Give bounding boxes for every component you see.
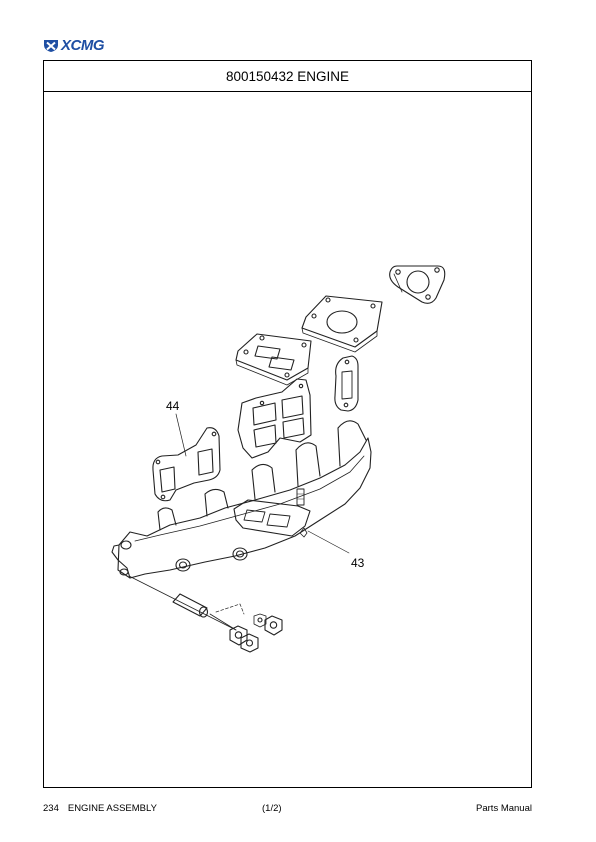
- footer-section: ENGINE ASSEMBLY: [67, 803, 157, 814]
- divided-turbo-gasket: [235, 333, 312, 386]
- page-title: 800150432 ENGINE: [225, 68, 350, 84]
- brand-logo: XCMG: [43, 37, 105, 54]
- footer-left: 234 ENGINE ASSEMBLY: [43, 803, 157, 814]
- brand-logo-text: XCMG: [61, 37, 105, 54]
- xcmg-shield-logo-icon: [44, 40, 58, 52]
- small-port-gasket: [334, 355, 359, 412]
- callout-leaders: [175, 413, 350, 554]
- drawing-frame: 800150432 ENGINE: [43, 60, 532, 788]
- triangular-gasket: [389, 265, 446, 304]
- exhaust-manifold-43: [111, 420, 372, 579]
- footer-manual: Parts Manual: [476, 803, 532, 814]
- title-bar: 800150432 ENGINE: [44, 61, 531, 92]
- callout-44: 44: [166, 399, 180, 413]
- footer-sheet: (1/2): [262, 803, 282, 814]
- center-port-gasket: [237, 378, 312, 459]
- callout-43: 43: [351, 556, 365, 570]
- footer-page-number: 234: [43, 803, 59, 814]
- mounting-hardware: [128, 575, 283, 653]
- gasket-44: [152, 427, 221, 502]
- square-gasket: [301, 295, 383, 353]
